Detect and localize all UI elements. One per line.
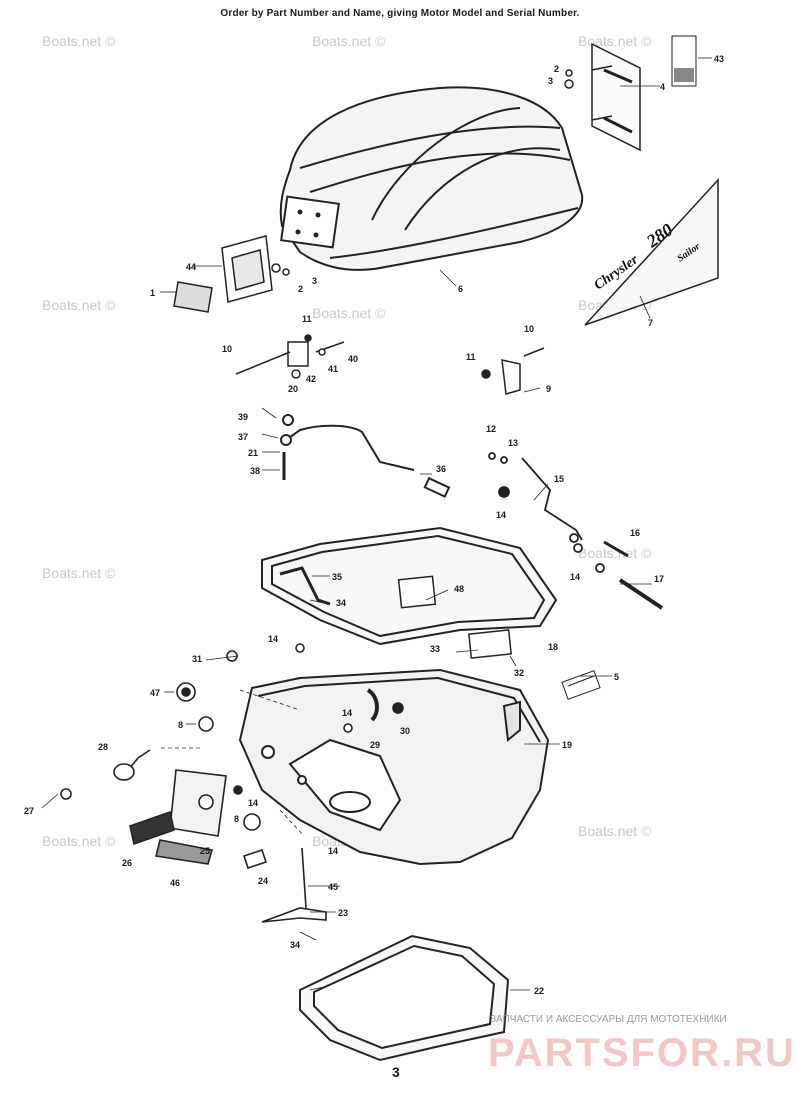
callout-10: 10 — [524, 324, 534, 334]
callout-10: 10 — [222, 344, 232, 354]
callout-9: 9 — [546, 384, 551, 394]
callout-32: 32 — [514, 668, 524, 678]
rear-plate-part — [591, 42, 641, 152]
callout-11: 11 — [302, 314, 312, 324]
callout-31: 31 — [192, 654, 202, 664]
callout-46: 46 — [170, 878, 180, 888]
small-decal-part-5 — [561, 670, 601, 700]
callout-44: 44 — [186, 262, 196, 272]
lever-assembly-part — [488, 452, 664, 610]
callout-20: 20 — [288, 384, 298, 394]
callout-leaders — [41, 57, 712, 991]
callout-3: 3 — [548, 76, 553, 86]
front-plate-part — [173, 235, 273, 313]
callout-29: 29 — [370, 740, 380, 750]
callout-40: 40 — [348, 354, 358, 364]
footer-logo-text: PARTSFOR.RU — [488, 1031, 796, 1075]
callout-47: 47 — [150, 688, 160, 698]
callout-21: 21 — [248, 448, 258, 458]
callout-16: 16 — [630, 528, 640, 538]
left-side-small-parts — [60, 643, 404, 923]
callout-39: 39 — [238, 412, 248, 422]
callout-34: 34 — [336, 598, 346, 608]
callout-14: 14 — [328, 846, 338, 856]
callout-labels: 1 2 2 3 3 4 5 6 7 8 8 9 10 10 11 11 12 1… — [24, 54, 724, 996]
callout-15: 15 — [554, 474, 564, 484]
callout-19: 19 — [562, 740, 572, 750]
callout-6: 6 — [458, 284, 463, 294]
watermark-text: Boats.net © — [312, 305, 386, 321]
footer-tagline-text: ЗАПЧАСТИ И АКСЕССУАРЫ ДЛЯ МОТОТЕХНИКИ — [490, 1014, 727, 1025]
bracket-hardware-left — [235, 334, 345, 379]
callout-43: 43 — [714, 54, 724, 64]
callout-5: 5 — [614, 672, 619, 682]
callout-12: 12 — [486, 424, 496, 434]
callout-38: 38 — [250, 466, 260, 476]
callout-8: 8 — [234, 814, 239, 824]
gasket-part-18 — [261, 526, 558, 659]
small-decal-part-43 — [671, 35, 697, 87]
lower-cowl-part — [238, 668, 550, 866]
watermark-text: Boats.net © — [42, 565, 116, 581]
callout-14: 14 — [496, 510, 506, 520]
callout-35: 35 — [332, 572, 342, 582]
callout-2: 2 — [554, 64, 559, 74]
callout-23: 23 — [338, 908, 348, 918]
order-instructions-header: Order by Part Number and Name, giving Mo… — [220, 8, 580, 19]
callout-24: 24 — [258, 876, 268, 886]
chrysler-decal-part: Chrysler 280 Sailor — [584, 178, 719, 326]
callout-26: 26 — [122, 858, 132, 868]
callout-14: 14 — [570, 572, 580, 582]
washer-parts — [271, 69, 574, 276]
partsfor-footer-logo: ЗАПЧАСТИ И АКСЕССУАРЫ ДЛЯ МОТОТЕХНИКИ PA… — [488, 1014, 796, 1075]
callout-33: 33 — [430, 644, 440, 654]
callout-14: 14 — [342, 708, 352, 718]
callout-14: 14 — [248, 798, 258, 808]
callout-7: 7 — [648, 318, 653, 328]
callout-27: 27 — [24, 806, 34, 816]
bracket-hardware-right — [481, 347, 545, 395]
callout-3: 3 — [312, 276, 317, 286]
watermark-text: Boats.net © — [578, 545, 652, 561]
callout-13: 13 — [508, 438, 518, 448]
callout-2: 2 — [298, 284, 303, 294]
callout-18: 18 — [548, 642, 558, 652]
watermark-text: Boats.net © — [312, 33, 386, 49]
watermark-text: Boats.net © — [42, 33, 116, 49]
callout-1: 1 — [150, 288, 155, 298]
callout-28: 28 — [98, 742, 108, 752]
callout-36: 36 — [436, 464, 446, 474]
callout-14: 14 — [268, 634, 278, 644]
callout-4: 4 — [660, 82, 665, 92]
callout-11: 11 — [466, 352, 476, 362]
callout-30: 30 — [400, 726, 410, 736]
callout-48: 48 — [454, 584, 464, 594]
top-cowl-part — [279, 86, 584, 271]
latch-linkage-part — [280, 414, 451, 498]
callout-42: 42 — [306, 374, 316, 384]
watermark-text: Boats.net © — [42, 297, 116, 313]
callout-17: 17 — [654, 574, 664, 584]
watermark-text: Boats.net © — [578, 33, 652, 49]
page-number: 3 — [392, 1064, 400, 1080]
callout-22: 22 — [534, 986, 544, 996]
callout-45: 45 — [328, 882, 338, 892]
callout-34: 34 — [290, 940, 300, 950]
bottom-seal-part — [299, 934, 510, 1062]
callout-41: 41 — [328, 364, 338, 374]
callout-37: 37 — [238, 432, 248, 442]
callout-25: 25 — [200, 846, 210, 856]
callout-8: 8 — [178, 720, 183, 730]
watermark-text: Boats.net © — [42, 833, 116, 849]
watermark-text: Boats.net © — [578, 823, 652, 839]
